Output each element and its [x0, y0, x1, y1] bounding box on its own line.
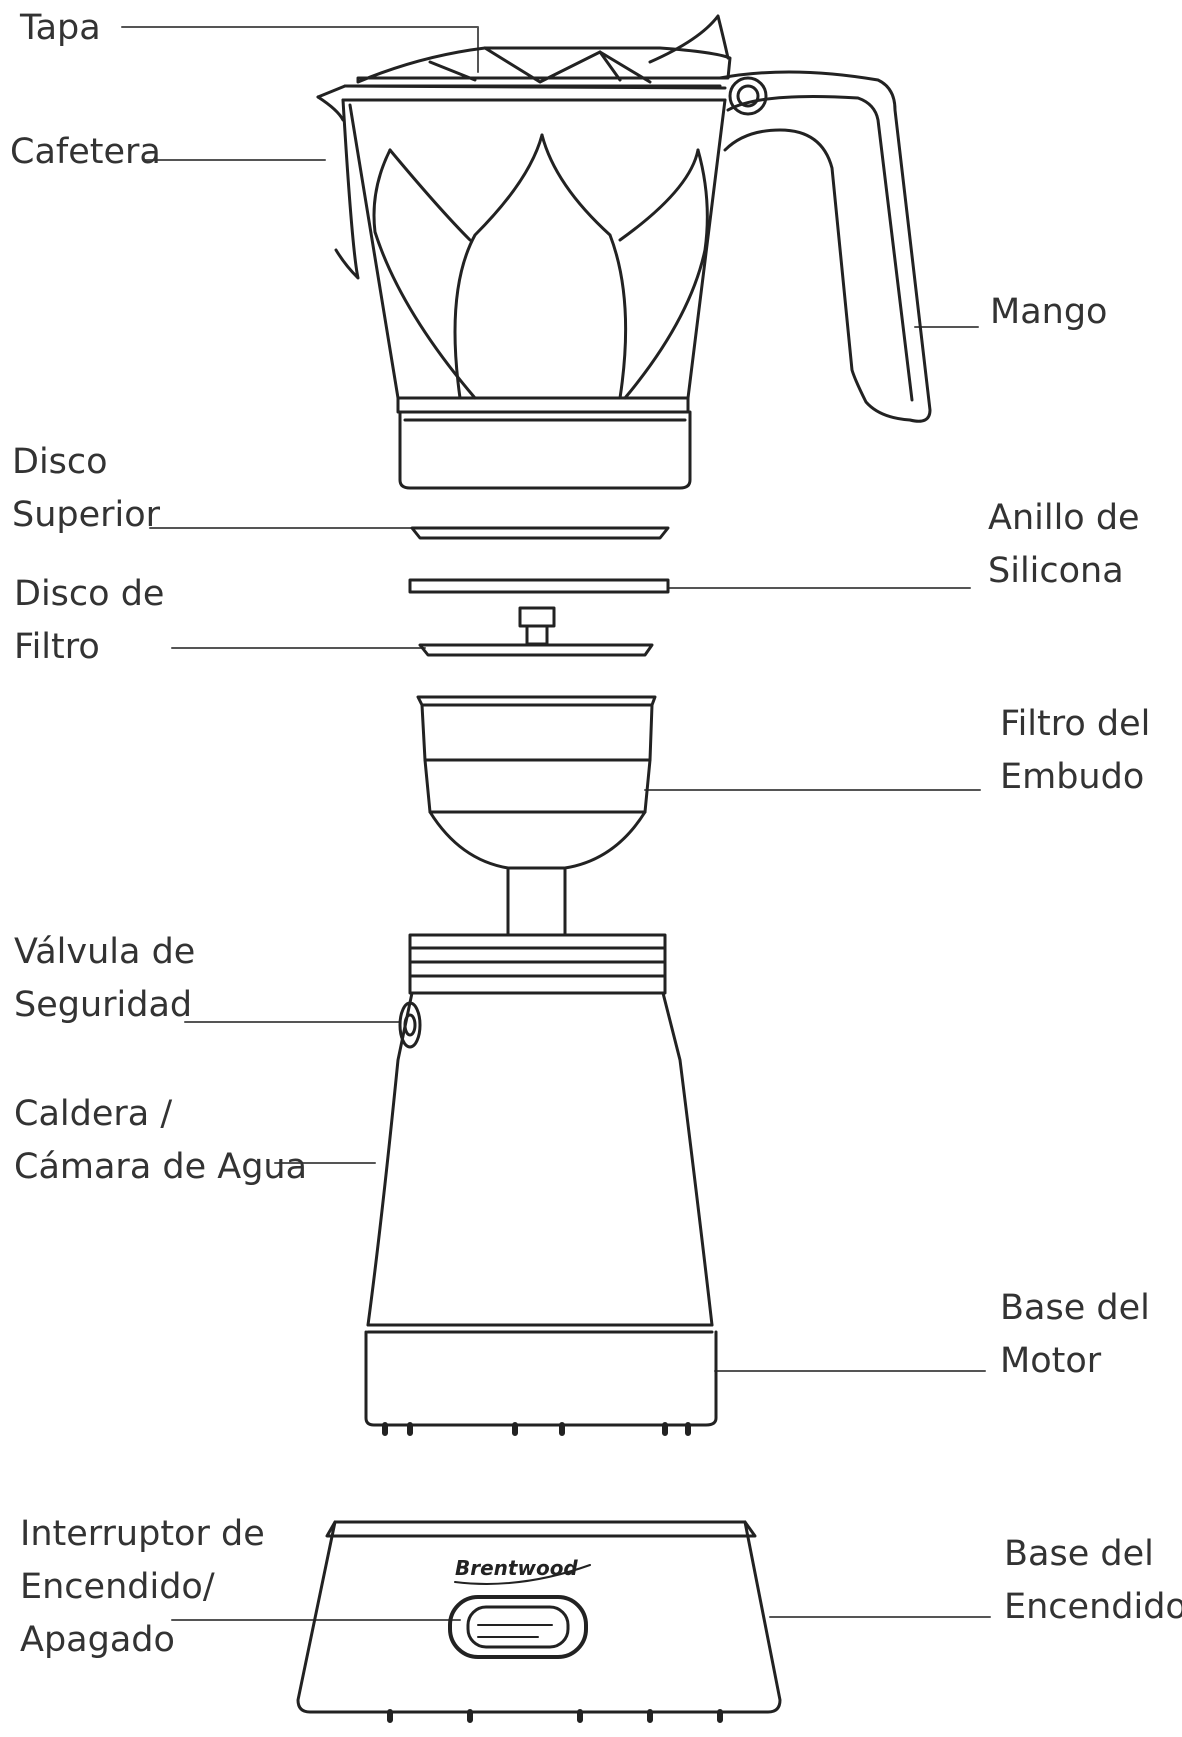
label-tapa: Tapa — [20, 2, 101, 55]
label-valvula-seguridad-line-1: Válvula de — [14, 932, 196, 972]
label-mango: Mango — [990, 286, 1107, 339]
label-anillo-silicona: Anillo de Silicona — [988, 492, 1140, 598]
label-disco-filtro: Disco de Filtro — [14, 568, 164, 674]
anillo-drawing — [408, 578, 670, 594]
label-caldera-line-1: Caldera / — [14, 1094, 173, 1134]
label-disco-superior-line-1: Disco — [12, 442, 108, 482]
leader-tapa — [121, 26, 479, 73]
label-caldera-line-2: Cámara de Agua — [14, 1147, 308, 1187]
label-interruptor: Interruptor de Encendido/Apagado — [20, 1508, 265, 1667]
base-encendido-drawing — [296, 1520, 782, 1723]
label-base-encendido-line-2: Encendido — [1004, 1587, 1182, 1627]
label-valvula-seguridad: Válvula de Seguridad — [14, 926, 195, 1032]
label-filtro-embudo-line-2: Embudo — [1000, 757, 1145, 797]
label-interruptor-line-3: Apagado — [20, 1620, 175, 1660]
label-valvula-seguridad-line-2: Seguridad — [14, 985, 193, 1025]
caldera-drawing — [366, 933, 714, 1334]
label-anillo-silicona-line-2: Silicona — [988, 551, 1124, 591]
disco-filtro-drawing — [418, 606, 654, 657]
label-interruptor-line-2: Encendido/ — [20, 1567, 215, 1607]
label-base-encendido-line-1: Base del — [1004, 1534, 1154, 1574]
label-anillo-silicona-line-1: Anillo de — [988, 498, 1140, 538]
label-base-motor-line-2: Motor — [1000, 1341, 1102, 1381]
label-cafetera: Cafetera — [10, 126, 161, 179]
brand-logo: Brentwood — [455, 1556, 578, 1580]
label-caldera: Caldera / Cámara de Agua — [14, 1088, 307, 1194]
leader-lines — [121, 26, 991, 1621]
disco-superior-drawing — [410, 526, 670, 540]
filtro-embudo-drawing — [416, 695, 657, 937]
label-disco-filtro-line-2: Filtro — [14, 627, 100, 667]
label-mango-line-1: Mango — [990, 292, 1108, 332]
label-interruptor-line-1: Interruptor de — [20, 1514, 265, 1554]
label-base-motor-line-1: Base del — [1000, 1288, 1150, 1328]
base-motor-drawing — [364, 1330, 718, 1436]
label-cafetera-line-1: Cafetera — [10, 132, 161, 172]
label-filtro-embudo-line-1: Filtro del — [1000, 704, 1151, 744]
label-disco-superior-line-2: Superior — [12, 495, 161, 535]
cafetera-drawing — [316, 14, 932, 490]
label-disco-filtro-line-1: Disco de — [14, 574, 165, 614]
label-tapa-line-1: Tapa — [20, 8, 101, 48]
